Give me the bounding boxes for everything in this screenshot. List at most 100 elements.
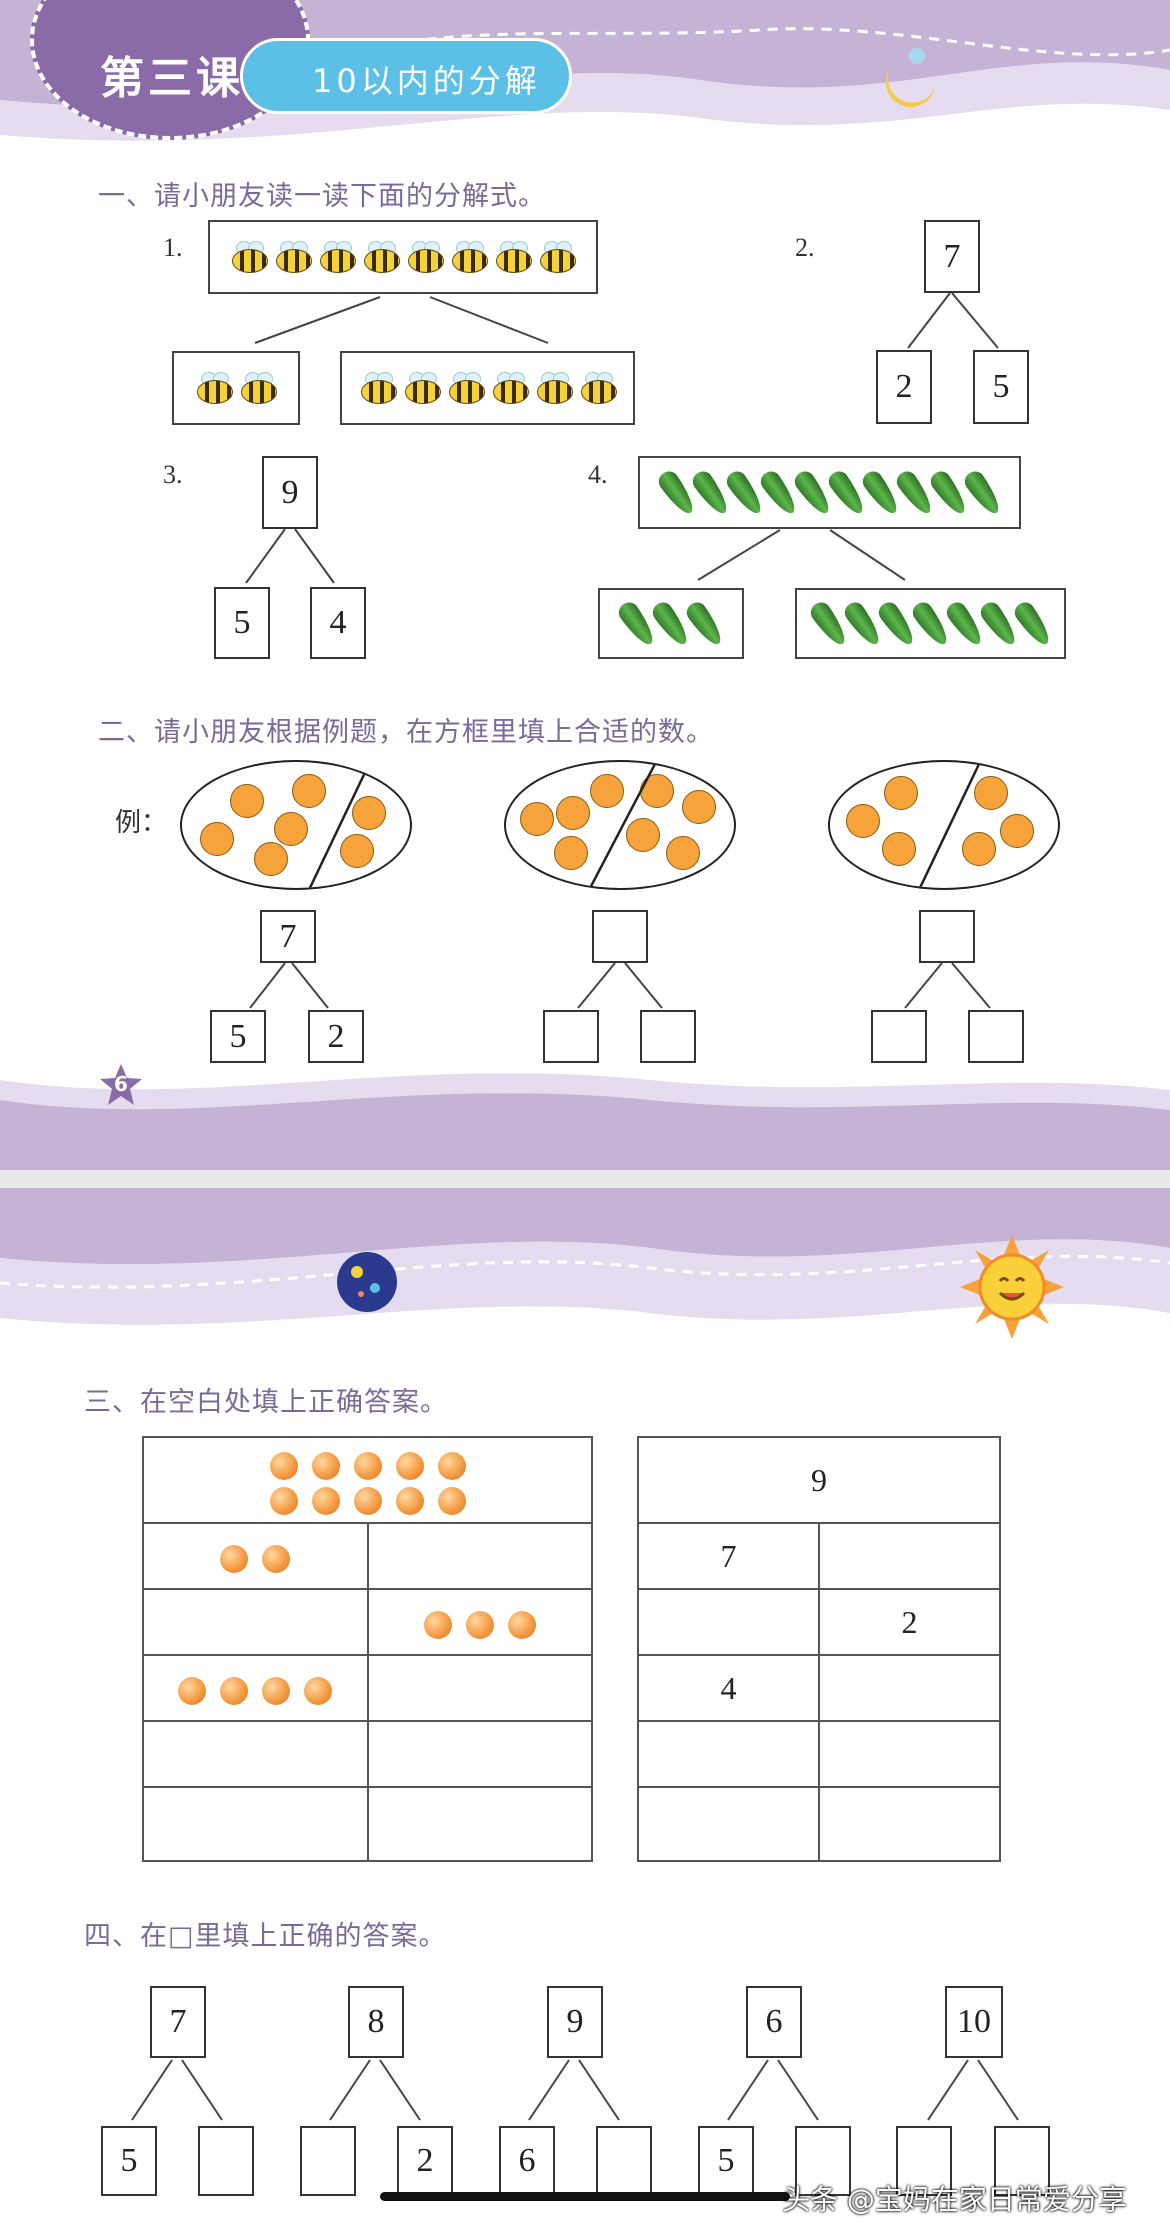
item2-left-box: 2 <box>876 350 932 424</box>
peach-icon <box>353 1452 382 1480</box>
peach-cell <box>142 1654 369 1722</box>
item2-top-box: 7 <box>924 220 980 293</box>
s4-item3-top: 9 <box>547 1986 603 2058</box>
example-right-box: 2 <box>308 1010 364 1063</box>
number-cell: 7 <box>637 1522 820 1590</box>
bee-icon <box>538 241 576 273</box>
peach-icon <box>220 1545 249 1574</box>
answer-top-box[interactable] <box>592 910 648 963</box>
s4-item5-top: 10 <box>945 1986 1003 2058</box>
bee-icon <box>406 241 444 273</box>
bee-group-right <box>340 351 635 425</box>
s4-item1-top: 7 <box>150 1986 206 2058</box>
example-top-box: 7 <box>260 910 316 963</box>
answer-cell[interactable] <box>366 1522 593 1590</box>
home-indicator <box>380 2192 790 2201</box>
answer-top-box[interactable] <box>919 910 975 963</box>
oval-3 <box>828 760 1060 890</box>
answer-cell[interactable] <box>142 1720 369 1788</box>
s4-item2-left[interactable] <box>300 2126 356 2196</box>
peach-cell <box>142 1522 369 1590</box>
peach-icon <box>437 1452 466 1480</box>
peach-icon <box>269 1486 298 1515</box>
watermark: 头条 @宝妈在家日常爱分享 <box>782 2183 1127 2216</box>
lesson-subtitle: 10以内的分解 <box>312 62 541 100</box>
answer-cell[interactable] <box>366 1720 593 1788</box>
peach-icon <box>395 1452 424 1480</box>
answer-cell[interactable] <box>142 1588 369 1656</box>
pepper-group-right <box>795 588 1066 659</box>
peach-total-cell <box>142 1436 593 1524</box>
pepper-group-total <box>638 456 1021 529</box>
bee-icon <box>318 241 356 273</box>
peach-icon <box>437 1486 466 1515</box>
s4-item5-left[interactable] <box>896 2126 952 2196</box>
item3-right-box: 4 <box>310 587 366 659</box>
subtitle-pill <box>240 38 572 114</box>
bee-icon <box>450 241 488 273</box>
oval-divider <box>308 762 372 888</box>
bee-group-left <box>172 351 300 425</box>
answer-cell[interactable] <box>818 1720 1001 1788</box>
peach-icon <box>269 1452 298 1480</box>
section3-title: 三、在空白处填上正确答案。 <box>84 1387 448 1418</box>
s4-item4-right[interactable] <box>795 2126 851 2196</box>
bottom-banner-wave <box>0 1073 1170 1170</box>
planet-icon <box>337 1252 397 1312</box>
example-oval <box>180 760 412 890</box>
s4-item2-top: 8 <box>348 1986 404 2058</box>
bee-icon <box>494 241 532 273</box>
bee-icon <box>491 372 529 404</box>
item3-top-box: 9 <box>262 456 318 529</box>
answer-cell[interactable] <box>818 1654 1001 1722</box>
number-cell: 2 <box>818 1588 1001 1656</box>
s4-item3-right[interactable] <box>596 2126 652 2196</box>
answer-cell[interactable] <box>637 1588 820 1656</box>
answer-cell[interactable] <box>818 1786 1001 1862</box>
lesson-title: 第三课 <box>100 53 244 104</box>
bee-icon <box>239 372 277 404</box>
item3-label: 3. <box>163 460 183 489</box>
bee-icon <box>195 372 233 404</box>
bee-icon <box>359 372 397 404</box>
answer-cell[interactable] <box>637 1786 820 1862</box>
item3-left-box: 5 <box>214 587 270 659</box>
answer-cell[interactable] <box>366 1786 593 1862</box>
number-total-cell: 9 <box>637 1436 1001 1524</box>
s4-item2-right: 2 <box>397 2126 453 2196</box>
s4-item5-right[interactable] <box>994 2126 1050 2196</box>
answer-cell[interactable] <box>142 1786 369 1862</box>
item1-label: 1. <box>163 233 183 262</box>
peach-icon <box>262 1677 291 1706</box>
page2-banner-wave <box>0 1188 1170 1325</box>
bee-group-total <box>208 220 598 294</box>
peach-icon <box>178 1677 207 1706</box>
item4-label: 4. <box>588 460 608 489</box>
bee-icon <box>362 241 400 273</box>
s4-item1-right[interactable] <box>198 2126 254 2196</box>
answer-right-box[interactable] <box>968 1010 1024 1063</box>
moon-icon <box>885 48 935 107</box>
peach-icon <box>304 1677 333 1706</box>
section1-title: 一、请小朋友读一读下面的分解式。 <box>98 181 546 212</box>
answer-left-box[interactable] <box>871 1010 927 1063</box>
answer-cell[interactable] <box>818 1522 1001 1590</box>
answer-cell[interactable] <box>637 1720 820 1788</box>
answer-left-box[interactable] <box>543 1010 599 1063</box>
peach-icon <box>507 1611 536 1640</box>
answer-right-box[interactable] <box>640 1010 696 1063</box>
s4-item1-left: 5 <box>101 2126 157 2196</box>
answer-cell[interactable] <box>366 1654 593 1722</box>
s4-item4-top: 6 <box>746 1986 802 2058</box>
page-number: 6 <box>114 1072 128 1096</box>
section4-title: 四、在□里填上正确的答案。 <box>84 1921 447 1952</box>
bee-icon <box>535 372 573 404</box>
bee-icon <box>274 241 312 273</box>
example-label: 例： <box>115 808 168 838</box>
s4-item3-left: 6 <box>499 2126 555 2196</box>
peach-icon <box>395 1486 424 1515</box>
item2-label: 2. <box>795 233 815 262</box>
oval-2 <box>504 760 736 890</box>
